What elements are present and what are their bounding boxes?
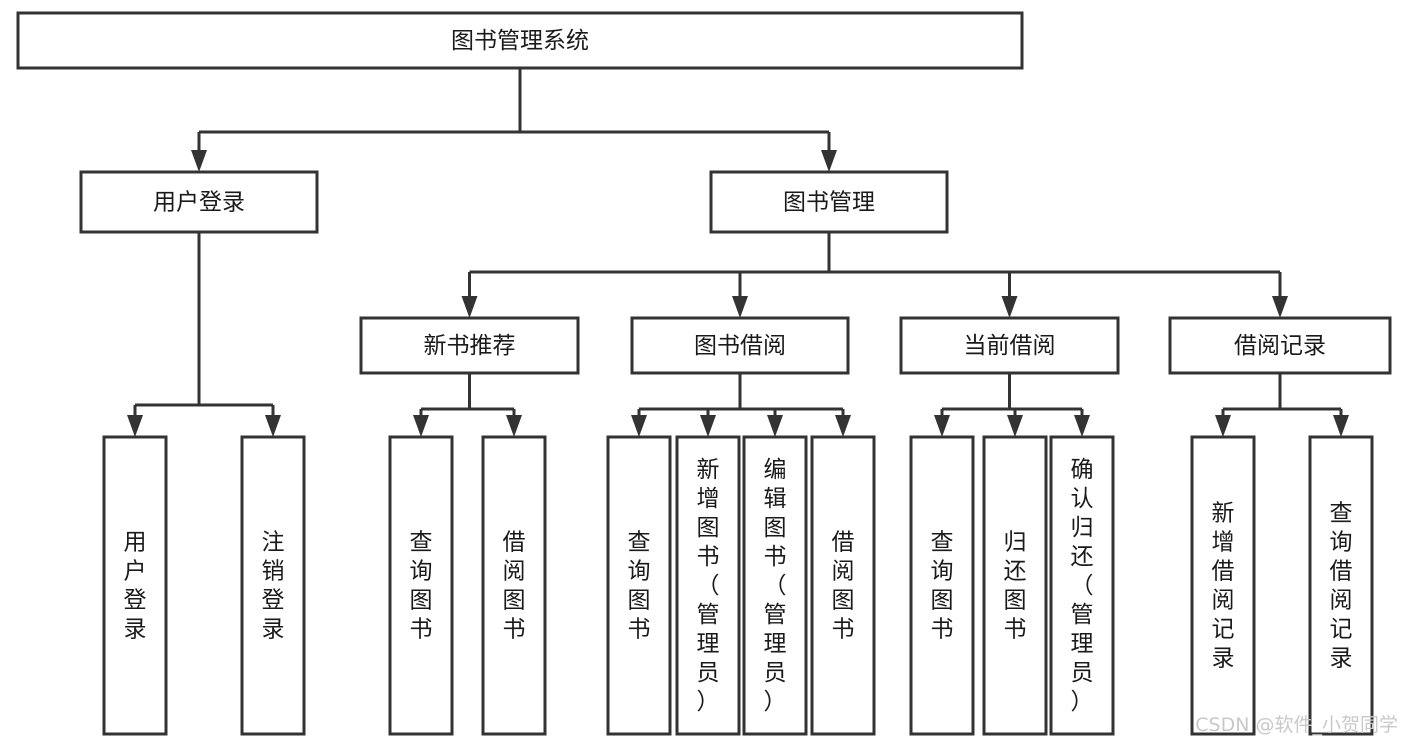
- node-leaf-add-record[interactable]: 新增借阅记录: [1190, 435, 1256, 736]
- node-leaf-edit-book[interactable]: 编辑图书（管理员）: [742, 435, 808, 736]
- node-label: 确认归还（管理员）: [1071, 457, 1094, 715]
- node-user-login[interactable]: 用户登录: [79, 170, 319, 234]
- node-leaf-add-book[interactable]: 新增图书（管理员）: [675, 435, 741, 736]
- node-leaf-user-login[interactable]: 用户登录: [102, 435, 168, 736]
- node-leaf-return-book[interactable]: 归还图书: [982, 435, 1048, 736]
- node-label: 借阅图书: [832, 530, 855, 643]
- node-book-borrow[interactable]: 图书借阅: [630, 316, 850, 375]
- node-leaf-query-book-1[interactable]: 查询图书: [388, 435, 454, 736]
- node-label: 新增借阅记录: [1212, 501, 1235, 672]
- node-label: 借阅图书: [503, 530, 526, 643]
- node-label: 查询借阅记录: [1330, 501, 1353, 672]
- node-new-book-recommend[interactable]: 新书推荐: [359, 316, 580, 375]
- node-current-borrow[interactable]: 当前借阅: [899, 316, 1120, 375]
- node-leaf-query-record[interactable]: 查询借阅记录: [1308, 435, 1374, 736]
- node-root-root[interactable]: 图书管理系统: [16, 11, 1024, 70]
- node-leaf-borrow-book-1[interactable]: 借阅图书: [481, 435, 547, 736]
- node-label: 用户登录: [153, 190, 245, 216]
- node-label: 新增图书（管理员）: [697, 457, 720, 715]
- node-leaf-query-book-3[interactable]: 查询图书: [909, 435, 975, 736]
- nodes-layer: 图书管理系统用户登录图书管理新书推荐图书借阅当前借阅借阅记录用户登录注销登录查询…: [16, 11, 1392, 736]
- node-label: 查询图书: [628, 530, 651, 643]
- node-label: 用户登录: [124, 530, 147, 643]
- node-label: 编辑图书（管理员）: [764, 457, 787, 715]
- node-label: 借阅记录: [1234, 333, 1326, 359]
- node-leaf-confirm-return[interactable]: 确认归还（管理员）: [1049, 435, 1115, 736]
- node-leaf-borrow-book-2[interactable]: 借阅图书: [810, 435, 876, 736]
- node-book-manage[interactable]: 图书管理: [709, 170, 949, 234]
- node-label: 新书推荐: [424, 333, 516, 359]
- node-leaf-query-book-2[interactable]: 查询图书: [606, 435, 672, 736]
- node-label: 归还图书: [1004, 530, 1027, 643]
- node-label: 注销登录: [262, 530, 285, 643]
- node-label: 图书借阅: [694, 333, 786, 359]
- node-label: 图书管理: [783, 190, 875, 216]
- node-borrow-record[interactable]: 借阅记录: [1168, 316, 1392, 375]
- node-label: 查询图书: [931, 530, 954, 643]
- node-label: 当前借阅: [964, 333, 1056, 359]
- node-label: 查询图书: [410, 530, 433, 643]
- node-leaf-user-logout[interactable]: 注销登录: [240, 435, 306, 736]
- csdn-watermark: CSDN @软件_小贺同学: [1195, 714, 1398, 736]
- edges-layer: [127, 68, 1349, 437]
- node-label: 图书管理系统: [451, 28, 589, 54]
